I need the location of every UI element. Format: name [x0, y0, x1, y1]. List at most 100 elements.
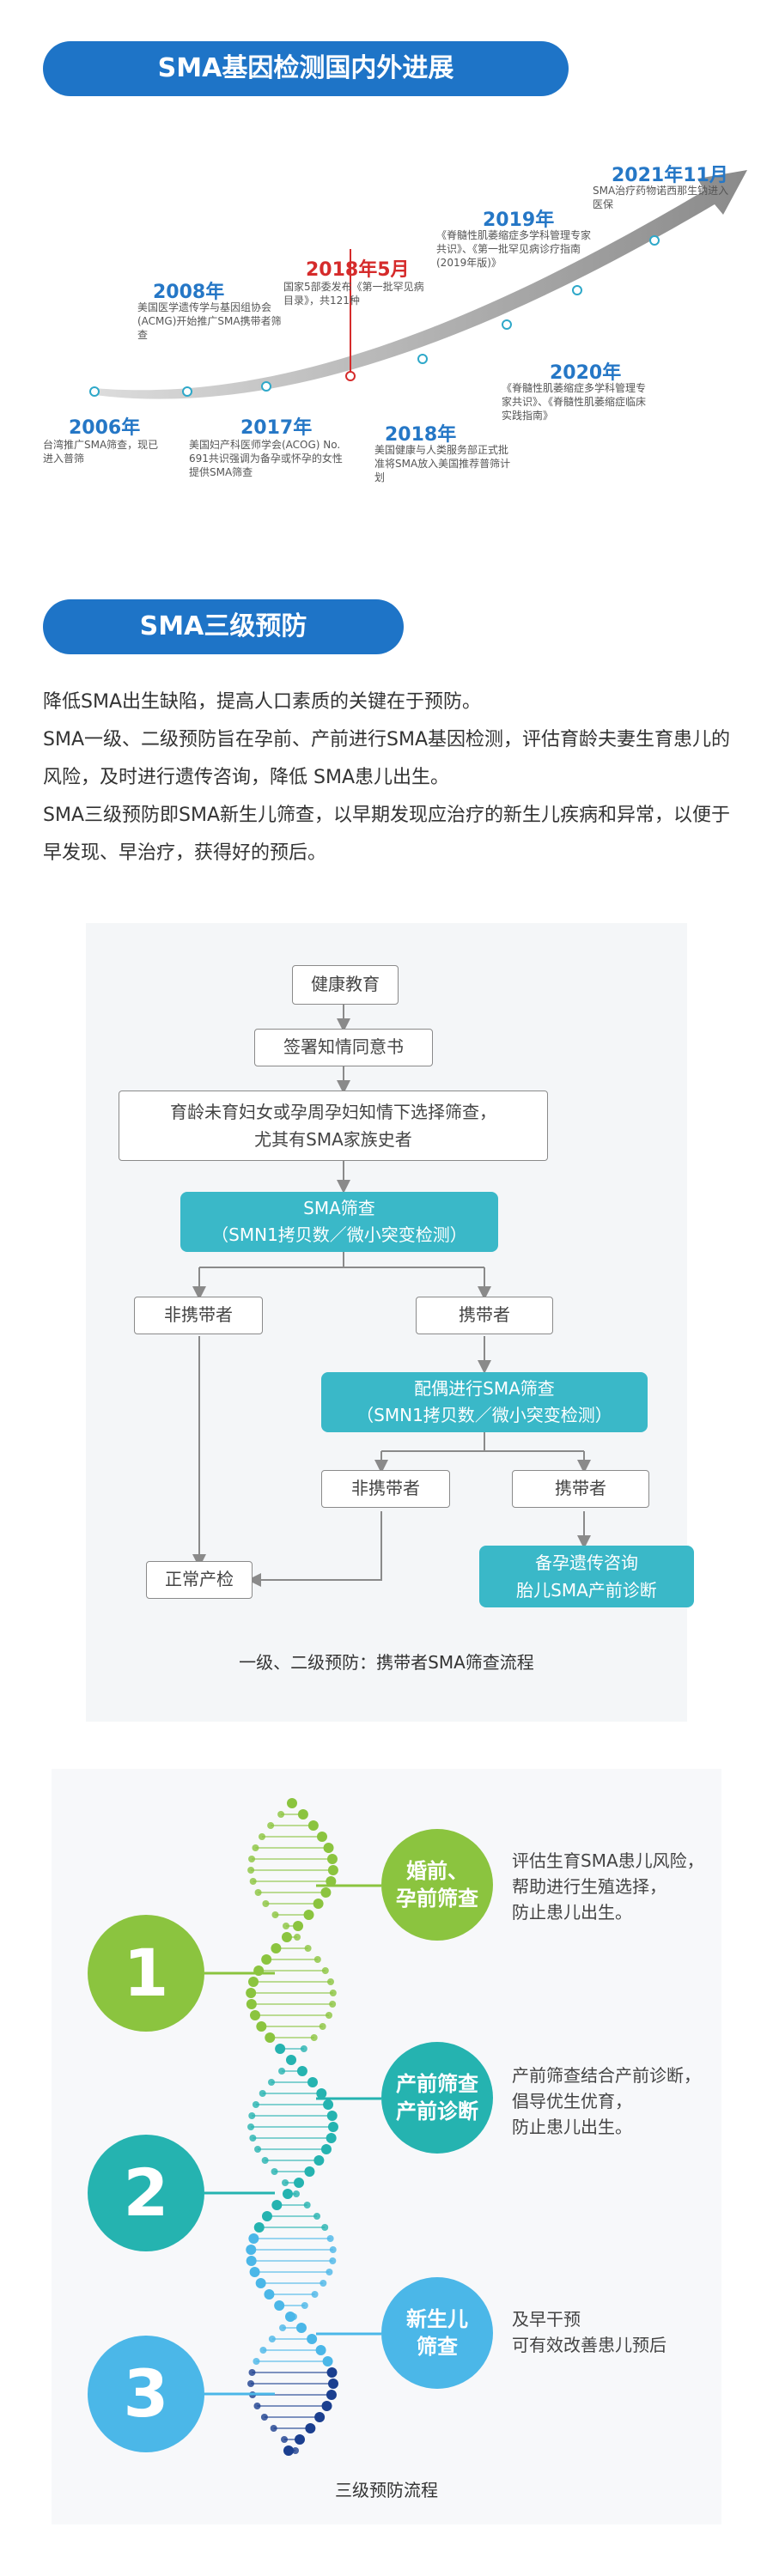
- dna-node: [329, 2001, 337, 2008]
- dna-node: [304, 2166, 315, 2177]
- dna-node: [246, 1999, 257, 2009]
- timeline-text-2017: 美国妇产科医师学会(ACOG) No. 691共识强调为备孕或怀孕的女性提供SM…: [189, 439, 343, 478]
- dna-node: [305, 2423, 316, 2433]
- dna-node: [294, 1934, 301, 1941]
- level-1-description: 评估生育SMA患儿风险， 帮助进行生殖选择， 防止患儿出生。: [512, 1850, 704, 1923]
- dna-node: [316, 2088, 327, 2099]
- dna-node: [264, 2289, 275, 2300]
- dna-node: [256, 2021, 267, 2032]
- dna-node: [275, 2044, 286, 2054]
- timeline-year-2006: 2006年: [69, 417, 141, 439]
- dna-node: [259, 1833, 266, 1840]
- flow-partner-screening: 配偶进行SMA筛查 （SMN1拷贝数／微小突变检测）: [321, 1372, 648, 1432]
- level-2-label-line1: 产前筛查: [396, 2072, 478, 2096]
- dna-node: [268, 2079, 275, 2086]
- dna-node: [255, 2278, 266, 2288]
- dna-node: [319, 2023, 326, 2030]
- flow-noncarrier-1: 非携带者: [134, 1297, 263, 1334]
- dna-node: [278, 2068, 286, 2075]
- dna-node: [295, 2323, 307, 2333]
- level-3-number: 3: [88, 2336, 204, 2452]
- dna-node: [271, 2168, 278, 2175]
- flow-partner-screening-line1: 配偶进行SMA筛查: [414, 1378, 555, 1399]
- dna-node: [271, 1911, 279, 1918]
- dna-node: [277, 1811, 285, 1818]
- timeline-dot: [261, 381, 271, 392]
- dna-node: [313, 2213, 321, 2220]
- dna-node: [316, 1832, 327, 1842]
- timeline-year-2017: 2017年: [240, 417, 313, 439]
- dna-node: [282, 1923, 289, 1929]
- flow-select-screening-line1: 育龄未育妇女或孕周孕妇知情下选择筛查，: [170, 1102, 496, 1122]
- level-3-description: 及早干预 可有效改善患儿预后: [512, 2309, 666, 2355]
- level-1-number: 1: [88, 1915, 204, 2032]
- flow-genetic-counseling-line2: 胎儿SMA产前诊断: [516, 1580, 657, 1601]
- dna-node: [253, 2222, 265, 2233]
- timeline-text-2019: 《脊髓性肌萎缩症多学科管理专家共识》、《第一批罕见病诊疗指南(2019年版)》: [436, 229, 592, 269]
- flow-genetic-counseling: 备孕遗传咨询 胎儿SMA产前诊断: [479, 1546, 694, 1607]
- dna-node: [247, 2123, 255, 2130]
- dna-node: [329, 2257, 337, 2264]
- timeline-text-2018-may: 国家5部委发布《第一批罕见病目录》，共121种: [283, 281, 424, 307]
- dna-node: [246, 1988, 257, 1998]
- dna-node: [311, 2291, 319, 2298]
- dna-node: [249, 1878, 257, 1885]
- dna-node: [248, 1977, 259, 1987]
- dna-node: [303, 1910, 314, 1920]
- dna-node: [301, 2302, 308, 2309]
- dna-node: [325, 2012, 332, 2019]
- dna-node: [283, 2445, 294, 2456]
- flow-carrier-1: 携带者: [416, 1297, 553, 1334]
- dna-node: [326, 1978, 334, 1985]
- flow-partner-screening-line2: （SMN1拷贝数／微小突变检测）: [356, 1405, 612, 1425]
- dna-node: [259, 2090, 266, 2097]
- flow-consent: 签署知情同意书: [254, 1029, 433, 1066]
- level-3-label-line2: 筛查: [417, 2335, 458, 2359]
- level-3-label-line1: 新生儿: [406, 2307, 468, 2331]
- dna-node: [252, 2101, 259, 2108]
- dna-node: [314, 2412, 326, 2422]
- timeline-year-2018: 2018年: [385, 424, 457, 446]
- dna-node: [326, 2111, 338, 2121]
- timeline-dot: [502, 319, 512, 330]
- dna-node: [320, 2144, 332, 2154]
- timeline-dot: [572, 285, 582, 295]
- dna-node: [294, 2434, 305, 2445]
- flow-health-education: 健康教育: [292, 965, 399, 1005]
- dna-node: [322, 2356, 333, 2366]
- dna-node: [300, 2045, 307, 2052]
- dna-node: [307, 2334, 318, 2344]
- timeline-year-2019: 2019年: [483, 210, 555, 231]
- dna-node: [254, 2146, 262, 2153]
- dna-node: [326, 1854, 338, 1864]
- timeline-text-2006: 台湾推广SMA筛查，现已进入普筛: [43, 439, 159, 465]
- dna-node: [254, 1889, 262, 1896]
- timeline-text-2021: SMA治疗药物诺西那生钠进入医保: [593, 185, 729, 210]
- dna-node: [304, 1945, 312, 1952]
- dna-node: [297, 1809, 308, 1820]
- dna-node: [326, 1876, 337, 1886]
- dna-node: [274, 2300, 285, 2311]
- dna-node: [271, 1943, 282, 1953]
- timeline-year-2008: 2008年: [153, 282, 225, 303]
- dna-node: [261, 2157, 269, 2164]
- dna-node: [293, 1921, 304, 1931]
- timeline-text-2020: 《脊髓性肌萎缩症多学科管理专家共识》、《脊髓性肌萎缩症临床实践指南》: [502, 382, 647, 422]
- dna-node: [326, 2269, 333, 2275]
- flow-noncarrier-2: 非携带者: [321, 1470, 450, 1508]
- dna-node: [248, 2233, 259, 2244]
- dna-node: [248, 2112, 256, 2119]
- flowchart-arrows: [192, 1005, 591, 1587]
- flow-sma-screening-line2: （SMN1拷贝数／微小突变检测）: [211, 1224, 467, 1245]
- dna-node: [289, 1800, 295, 1807]
- timeline-text-2008: 美国医学遗传学与基因组协会(ACMG)开始推广SMA携带者筛查: [137, 301, 282, 341]
- dna-node: [281, 2436, 289, 2443]
- dna-node: [294, 2178, 305, 2188]
- level-1-label-line1: 婚前、: [406, 1859, 468, 1883]
- dna-node: [321, 2224, 329, 2231]
- flow-sma-screening: SMA筛查 （SMN1拷贝数／微小突变检测）: [180, 1192, 498, 1252]
- dna-node: [281, 2179, 289, 2186]
- dna-node: [290, 2313, 298, 2320]
- timeline-year-2021: 2021年11月: [612, 165, 728, 186]
- section-title-prevention: SMA三级预防: [43, 599, 404, 654]
